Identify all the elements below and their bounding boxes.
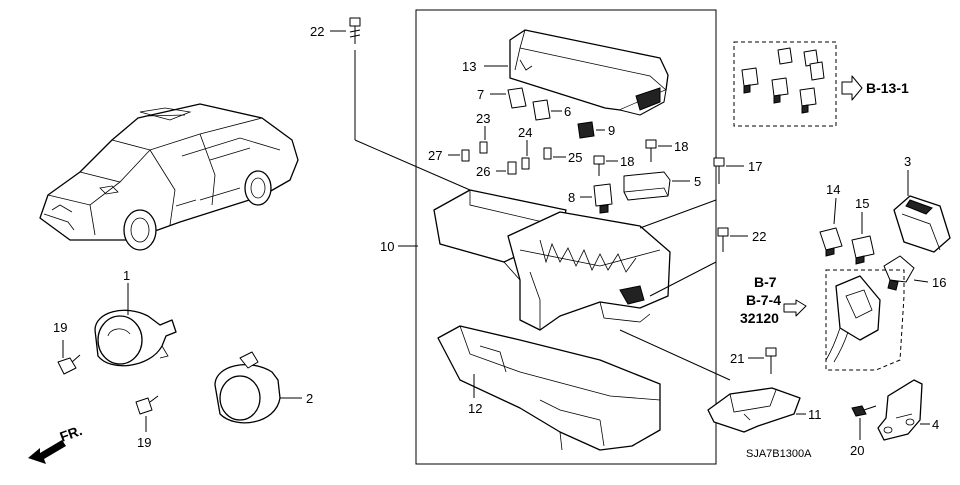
callout-17: 17 — [748, 159, 762, 174]
fuse-box-cover-upper — [484, 29, 669, 116]
fuse-25 — [543, 147, 566, 160]
bolt-18-lower — [593, 155, 618, 176]
diagram-code: SJA7B1300A — [746, 448, 812, 460]
fuse-27 — [448, 149, 470, 162]
mounting-bracket-11 — [707, 387, 806, 433]
callout-15: 15 — [855, 196, 869, 211]
ref-relay-kit: B-13-1 — [866, 80, 909, 96]
callout-23: 23 — [476, 111, 490, 126]
callout-9: 9 — [608, 123, 615, 138]
front-label: FR. — [58, 422, 85, 445]
horn-high — [94, 283, 177, 367]
fuse-puller-9 — [577, 121, 605, 139]
leader-box-to-bracket — [619, 329, 731, 381]
callout-14: 14 — [826, 182, 840, 197]
ref-harness-3: 32120 — [740, 310, 779, 326]
callout-13: 13 — [462, 59, 476, 74]
relay-16 — [883, 255, 929, 291]
callout-10: 10 — [380, 239, 394, 254]
assembly-frame — [415, 9, 717, 465]
mounting-bracket-4 — [877, 379, 930, 441]
callout-labels: 22 13 7 6 9 23 24 27 25 26 18 18 8 5 17 … — [53, 24, 946, 458]
relay-15 — [851, 212, 875, 265]
callout-24: 24 — [518, 125, 532, 140]
callout-18b: 18 — [620, 154, 634, 169]
ref-harness-1: B-7 — [754, 274, 777, 290]
relay-8 — [580, 183, 613, 214]
callout-25: 25 — [568, 150, 582, 165]
fuse-box-lower-tray — [437, 325, 661, 451]
harness-connector-group — [783, 269, 905, 371]
fuse-26 — [496, 161, 517, 175]
bolt-17 — [713, 157, 744, 184]
bolt-21 — [748, 347, 777, 374]
bolt-22-lower — [717, 227, 748, 252]
callout-19b: 19 — [137, 435, 151, 450]
bolt-19-upper — [57, 340, 81, 375]
callout-2: 2 — [306, 391, 313, 406]
callout-26: 26 — [476, 164, 490, 179]
callout-5: 5 — [694, 174, 701, 189]
callout-3: 3 — [904, 154, 911, 169]
horn-low — [214, 351, 302, 424]
connector-3 — [893, 170, 951, 253]
callout-7: 7 — [477, 87, 484, 102]
callout-6: 6 — [564, 104, 571, 119]
ref-harness-2: B-7-4 — [746, 292, 781, 308]
bolt-20 — [851, 405, 877, 440]
callout-4: 4 — [932, 417, 939, 432]
callout-27: 27 — [428, 148, 442, 163]
callout-21: 21 — [730, 351, 744, 366]
callout-8: 8 — [568, 190, 575, 205]
vehicle-illustration — [39, 103, 299, 251]
bolt-18-upper — [645, 139, 672, 162]
bolt-22-upper — [330, 17, 471, 191]
callout-16: 16 — [932, 275, 946, 290]
callout-22b: 22 — [752, 229, 766, 244]
fuse-holder-6 — [532, 99, 562, 121]
callout-18a: 18 — [674, 139, 688, 154]
relay-bracket-5 — [623, 171, 690, 201]
bolt-19-lower — [135, 395, 159, 432]
fuse-box-main — [398, 189, 717, 331]
relay-kit-group — [733, 41, 863, 127]
callout-1: 1 — [123, 268, 130, 283]
front-direction-arrow — [28, 440, 66, 464]
relay-14 — [819, 197, 843, 257]
callout-11: 11 — [808, 407, 822, 422]
callout-12: 12 — [468, 401, 482, 416]
callout-20: 20 — [850, 443, 864, 458]
fuse-23 — [479, 126, 488, 154]
fuse-24 — [521, 140, 530, 170]
fuse-holder-7 — [490, 87, 527, 109]
callout-19a: 19 — [53, 320, 67, 335]
callout-22a: 22 — [310, 24, 324, 39]
